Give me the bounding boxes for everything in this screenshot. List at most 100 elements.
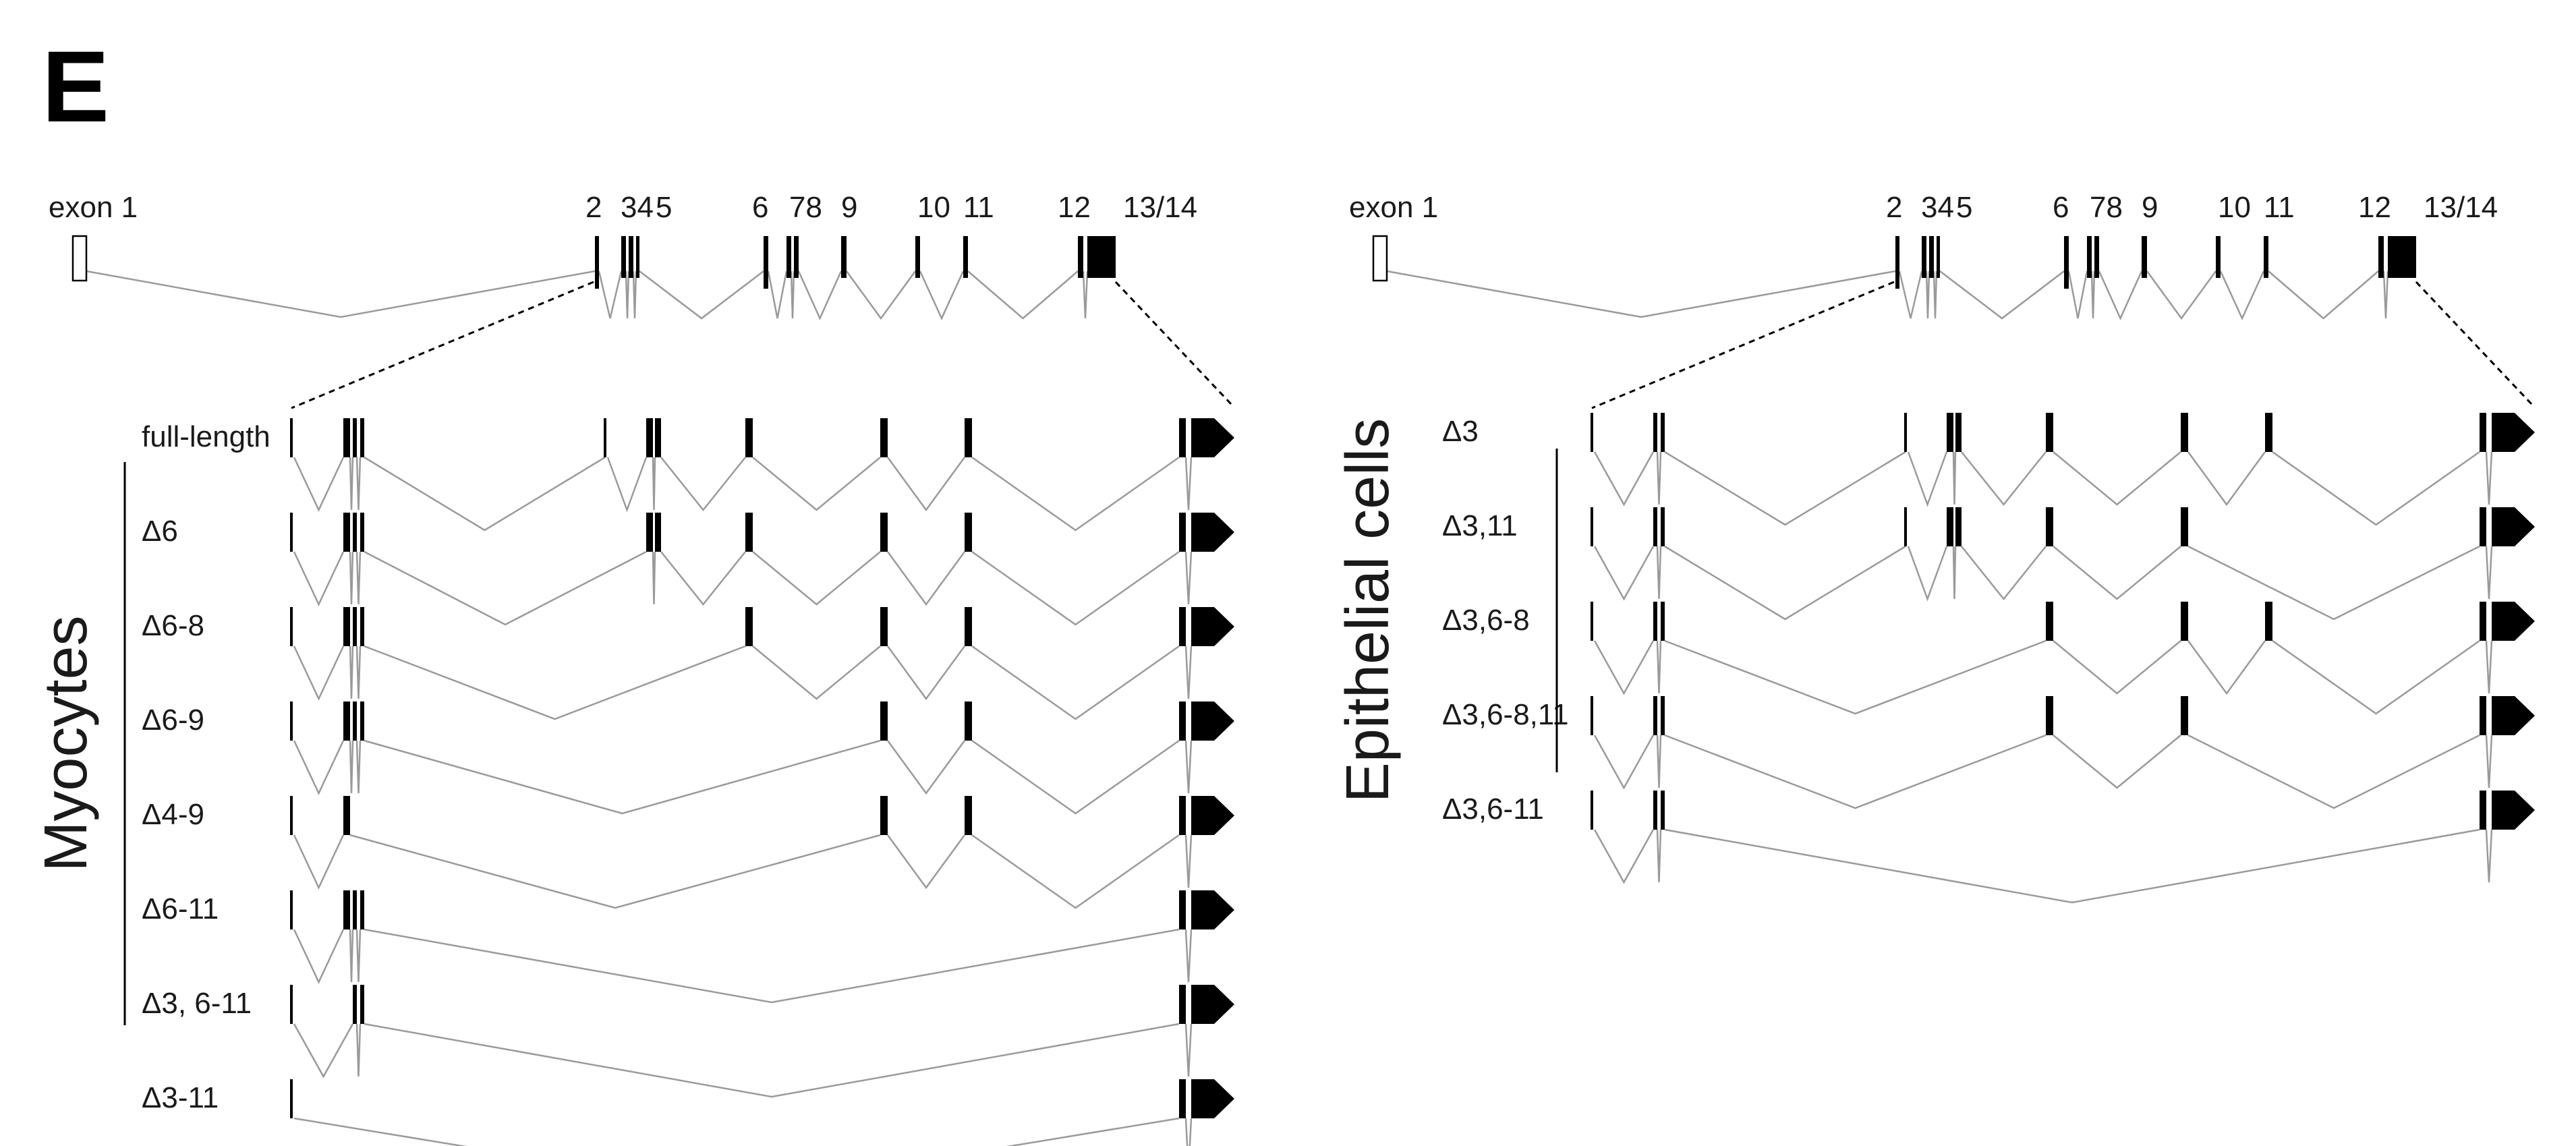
- exon-12: [1179, 1079, 1186, 1118]
- exon-12: [2480, 696, 2486, 735]
- isoform-row-delta-3-6-8-11: Δ3,6-8,11: [1442, 696, 2535, 809]
- exon-10: [880, 607, 888, 646]
- header-intron-line: [797, 270, 842, 321]
- intron-line: [1664, 451, 1906, 526]
- exon-5: [360, 418, 364, 457]
- header-exon-9: [2142, 236, 2147, 278]
- exon-number-label: 2: [1886, 191, 1902, 224]
- exon-13-14-arrow: [1191, 701, 1234, 741]
- exon-9: [2046, 413, 2053, 452]
- intron-line: [1656, 546, 1662, 600]
- exon-11: [2265, 413, 2272, 452]
- exon-10: [2181, 602, 2188, 641]
- exon-9: [2046, 696, 2053, 735]
- intron-line: [1656, 735, 1662, 789]
- exon-11: [965, 796, 972, 835]
- header-intron-line: [86, 270, 596, 318]
- intron-line: [660, 457, 746, 511]
- header-exon-3: [1922, 236, 1926, 278]
- panel-letter: E: [42, 30, 109, 143]
- intron-line: [293, 740, 345, 795]
- header-intron-line: [919, 270, 965, 321]
- header-intron-line: [2067, 270, 2088, 319]
- header-exon-5: [1937, 236, 1940, 278]
- isoform-label: Δ3: [1442, 415, 1479, 448]
- exon-8: [1955, 507, 1962, 546]
- header-exon-1: [1372, 235, 1388, 282]
- exon-number-label: 11: [2264, 191, 2295, 224]
- isoform-label: Δ3,6-8,11: [1442, 698, 1569, 731]
- intron-line: [355, 740, 362, 794]
- exon-12: [1179, 513, 1186, 552]
- exon-4: [1653, 791, 1657, 830]
- header-intron-line: [625, 270, 630, 319]
- intron-line: [355, 646, 362, 699]
- intron-line: [364, 456, 606, 532]
- exon-number-label: 6: [752, 191, 768, 224]
- exon-13-14-arrow: [1191, 985, 1234, 1024]
- intron-line: [886, 551, 966, 606]
- header-exon-13-14: [2388, 236, 2416, 278]
- intron-line: [971, 456, 1180, 532]
- zoom-guide-right: [1114, 281, 1233, 406]
- intron-line: [349, 834, 881, 909]
- intron-line: [1593, 640, 1655, 695]
- intron-line: [1961, 451, 2047, 506]
- exon-4: [1653, 507, 1657, 546]
- intron-line: [355, 929, 362, 983]
- intron-line: [886, 740, 966, 795]
- intron-line: [1184, 834, 1193, 888]
- exon-number-label: 13/14: [1123, 191, 1197, 224]
- header-intron-line: [1925, 270, 1930, 319]
- intron-line: [2053, 735, 2181, 789]
- intron-line: [2485, 640, 2493, 694]
- header-exon-10: [915, 236, 920, 278]
- exon-5: [360, 607, 364, 646]
- exon-number-label: 12: [1058, 191, 1091, 224]
- intron-line: [971, 550, 1180, 626]
- exon-12: [1179, 796, 1186, 835]
- header-exon-2: [595, 236, 599, 289]
- exon-number-label: 6: [2053, 191, 2069, 224]
- intron-line: [1184, 740, 1193, 794]
- intron-line: [1184, 1118, 1193, 1146]
- header-exon-11: [2264, 236, 2268, 278]
- group-label: Epithelial cells: [1334, 418, 1402, 803]
- exon-number-label: 10: [2218, 191, 2251, 224]
- isoform-row-delta-4-9: Δ4-9: [142, 796, 1234, 909]
- intron-line: [2053, 451, 2181, 506]
- exon-9: [745, 607, 753, 646]
- exon-11: [965, 607, 972, 646]
- header-exon-5: [636, 236, 639, 278]
- isoform-label: Δ3,6-11: [1442, 793, 1544, 826]
- intron-line: [349, 740, 354, 794]
- intron-line: [2272, 639, 2480, 715]
- exon-7: [646, 513, 653, 552]
- exon-number-label: 9: [841, 191, 857, 224]
- exon-13-14-arrow: [2492, 791, 2535, 830]
- group-label: Myocytes: [32, 615, 100, 871]
- intron-line: [355, 551, 362, 605]
- intron-line: [1907, 451, 1948, 507]
- intron-line: [752, 646, 881, 700]
- isoform-row-delta-6-9: Δ6-9: [142, 701, 1234, 815]
- header-intron-line: [845, 270, 917, 320]
- exon-11: [965, 418, 972, 457]
- exon-11: [965, 513, 972, 552]
- intron-line: [1656, 829, 1662, 883]
- exon-13-14-arrow: [2492, 507, 2535, 546]
- header-exon-13-14: [1087, 236, 1116, 278]
- header-exon-4: [1929, 236, 1934, 278]
- intron-line: [2187, 545, 2480, 621]
- isoform-label: Δ6-9: [142, 704, 204, 737]
- intron-line: [2187, 734, 2480, 809]
- isoform-label: Δ6-11: [142, 892, 219, 925]
- exon-number-label: 5: [656, 191, 672, 224]
- intron-line: [2187, 451, 2266, 507]
- exon-12: [2480, 791, 2486, 830]
- intron-line: [1952, 451, 1957, 505]
- exon-1-label: exon 1: [49, 191, 138, 224]
- exon-8: [1955, 413, 1962, 452]
- intron-line: [1664, 639, 2047, 715]
